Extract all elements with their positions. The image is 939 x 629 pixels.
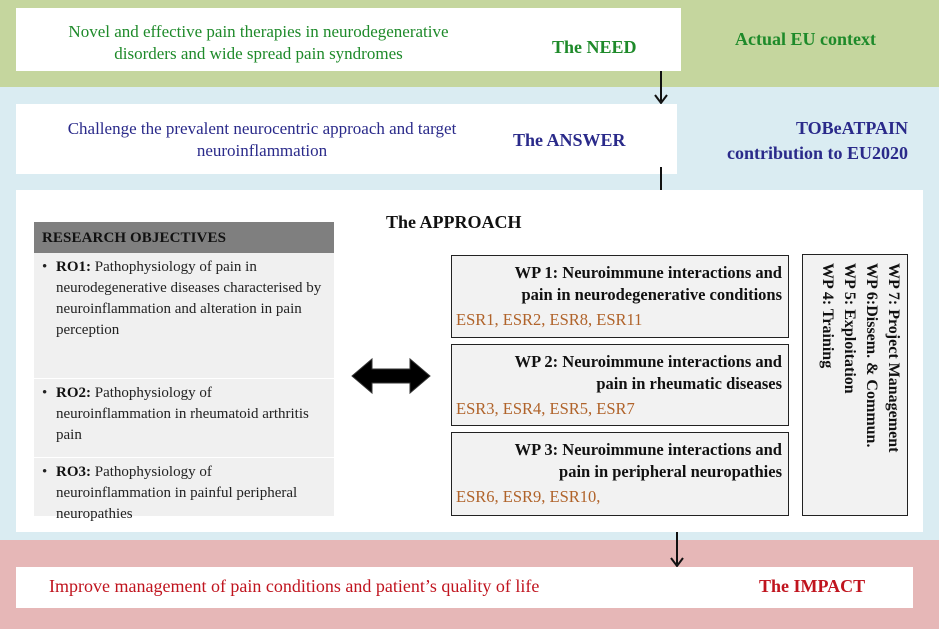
answer-box: Challenge the prevalent neurocentric app…: [16, 104, 677, 174]
bullet-icon: •: [42, 464, 48, 480]
impact-text: Improve management of pain conditions an…: [49, 576, 540, 596]
ro-code: RO2:: [56, 385, 91, 401]
work-package-3: WP 3: Neuroimmune interactions and pain …: [451, 432, 789, 516]
ro-text: Pathophysiology of pain in neurodegenera…: [56, 259, 322, 338]
approach-title: The APPROACH: [386, 212, 522, 232]
context-line-1: TOBeATPAIN: [795, 118, 908, 138]
need-box: Novel and effective pain therapies in ne…: [16, 8, 681, 71]
wp-title: WP 2: Neuroimmune interactions and pain …: [452, 345, 788, 395]
wp-esr-list: ESR1, ESR2, ESR8, ESR11: [456, 310, 643, 329]
wp-esr-list: ESR3, ESR4, ESR5, ESR7: [456, 399, 635, 418]
wp-title: WP 3: Neuroimmune interactions and pain …: [452, 433, 788, 483]
side-wp-item: WP 4: Training: [819, 263, 836, 369]
wp-title-line: pain in peripheral neuropathies: [559, 462, 782, 481]
arrow-down-icon: [670, 532, 684, 568]
answer-text: Challenge the prevalent neurocentric app…: [67, 119, 457, 160]
ro-code: RO3:: [56, 464, 91, 480]
ro-code: RO1:: [56, 259, 91, 275]
ro-text: Pathophysiology of neuroinflammation in …: [56, 385, 309, 443]
wp-title-line: WP 1: Neuroimmune interactions and: [514, 263, 782, 282]
double-arrow-icon: [350, 356, 432, 396]
research-objectives-header: RESEARCH OBJECTIVES: [34, 222, 334, 253]
impact-box: Improve management of pain conditions an…: [16, 567, 913, 608]
bullet-icon: •: [42, 259, 48, 275]
wp-title: WP 1: Neuroimmune interactions and pain …: [452, 256, 788, 306]
research-objective-item: • RO3: Pathophysiology of neuroinflammat…: [34, 457, 334, 535]
answer-label: The ANSWER: [513, 130, 626, 150]
research-objective-item: • RO2: Pathophysiology of neuroinflammat…: [34, 378, 334, 457]
eu-context-label: Actual EU context: [735, 29, 876, 49]
bullet-icon: •: [42, 385, 48, 401]
arrow-down-icon: [654, 71, 668, 105]
wp-title-line: pain in rheumatic diseases: [596, 374, 782, 393]
support-work-packages: WP 7: Project Management WP 6:Dissem. & …: [802, 254, 908, 516]
tobeatpain-contribution: TOBeATPAIN contribution to EU2020: [690, 116, 908, 166]
need-text: Novel and effective pain therapies in ne…: [68, 22, 449, 63]
ro-text: Pathophysiology of neuroinflammation in …: [56, 464, 298, 522]
research-objectives-panel: RESEARCH OBJECTIVES • RO1: Pathophysiolo…: [34, 222, 334, 522]
need-label: The NEED: [552, 37, 637, 57]
research-objective-item: • RO1: Pathophysiology of pain in neurod…: [34, 253, 334, 378]
wp-title-line: WP 2: Neuroimmune interactions and: [514, 352, 782, 371]
wp-esr-list: ESR6, ESR9, ESR10,: [456, 487, 601, 506]
work-package-2: WP 2: Neuroimmune interactions and pain …: [451, 344, 789, 426]
work-package-1: WP 1: Neuroimmune interactions and pain …: [451, 255, 789, 338]
impact-label: The IMPACT: [759, 576, 866, 596]
context-line-2: contribution to EU2020: [726, 143, 908, 163]
side-wp-item: WP 6:Dissem. & Commun.: [863, 263, 880, 448]
side-wp-item: WP 7: Project Management: [885, 263, 902, 453]
wp-title-line: pain in neurodegenerative conditions: [521, 285, 782, 304]
side-wp-item: WP 5: Exploitation: [841, 263, 858, 394]
wp-title-line: WP 3: Neuroimmune interactions and: [514, 440, 782, 459]
